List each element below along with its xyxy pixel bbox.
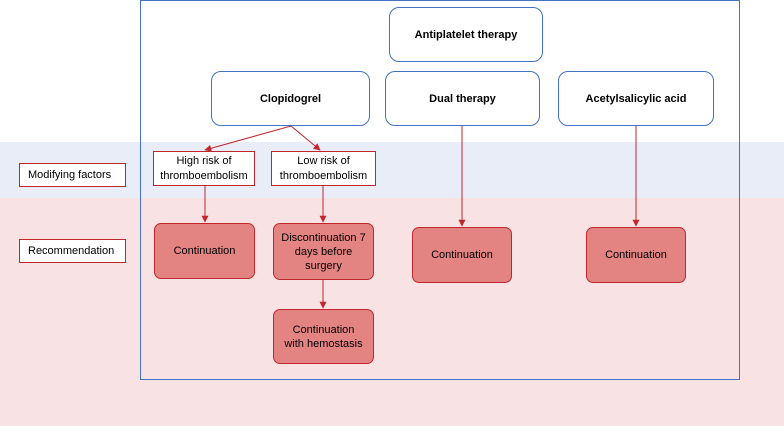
factor-high-risk-text: High risk of thromboembolism	[160, 154, 248, 182]
rec-clopidogrel-low-discontinuation: Discontinuation 7 days before surgery	[273, 223, 374, 280]
arrow-clopidogrel-to-high-risk	[204, 125, 292, 152]
rec-clopidogrel-high-continuation-text: Continuation	[173, 245, 236, 257]
rec-asa-continuation: Continuation	[586, 227, 686, 283]
factor-low-risk-text: Low risk of thromboembolism	[279, 154, 368, 182]
node-antiplatelet-therapy: Antiplatelet therapy	[389, 7, 543, 62]
row-label-modifying-factors-text: Modifying factors	[28, 169, 112, 181]
rec-clopidogrel-low-hemostasis: Continuation with hemostasis	[273, 309, 374, 364]
rec-clopidogrel-low-discontinuation-text: Discontinuation 7 days before surgery	[281, 231, 366, 272]
rec-clopidogrel-low-hemostasis-text: Continuation with hemostasis	[284, 323, 363, 350]
rec-dual-continuation-text: Continuation	[431, 249, 493, 261]
modifying-factors-band	[0, 142, 784, 198]
node-dual-therapy-text: Dual therapy	[429, 92, 496, 105]
node-acetylsalicylic-acid: Acetylsalicylic acid	[558, 71, 714, 126]
arrow-clopidogrel-to-low-risk	[290, 125, 321, 151]
rec-clopidogrel-high-continuation: Continuation	[154, 223, 255, 279]
node-antiplatelet-therapy-text: Antiplatelet therapy	[414, 28, 518, 41]
node-clopidogrel-text: Clopidogrel	[259, 92, 322, 105]
row-label-recommendation: Recommendation	[19, 239, 126, 263]
node-dual-therapy: Dual therapy	[385, 71, 540, 126]
factor-low-risk: Low risk of thromboembolism	[271, 151, 376, 186]
row-label-modifying-factors: Modifying factors	[19, 163, 126, 187]
row-label-recommendation-text: Recommendation	[28, 245, 115, 257]
rec-asa-continuation-text: Continuation	[605, 249, 667, 261]
diagram-frame	[140, 0, 740, 380]
node-clopidogrel: Clopidogrel	[211, 71, 370, 126]
factor-high-risk: High risk of thromboembolism	[153, 151, 255, 186]
node-acetylsalicylic-acid-text: Acetylsalicylic acid	[585, 92, 687, 105]
rec-dual-continuation: Continuation	[412, 227, 512, 283]
